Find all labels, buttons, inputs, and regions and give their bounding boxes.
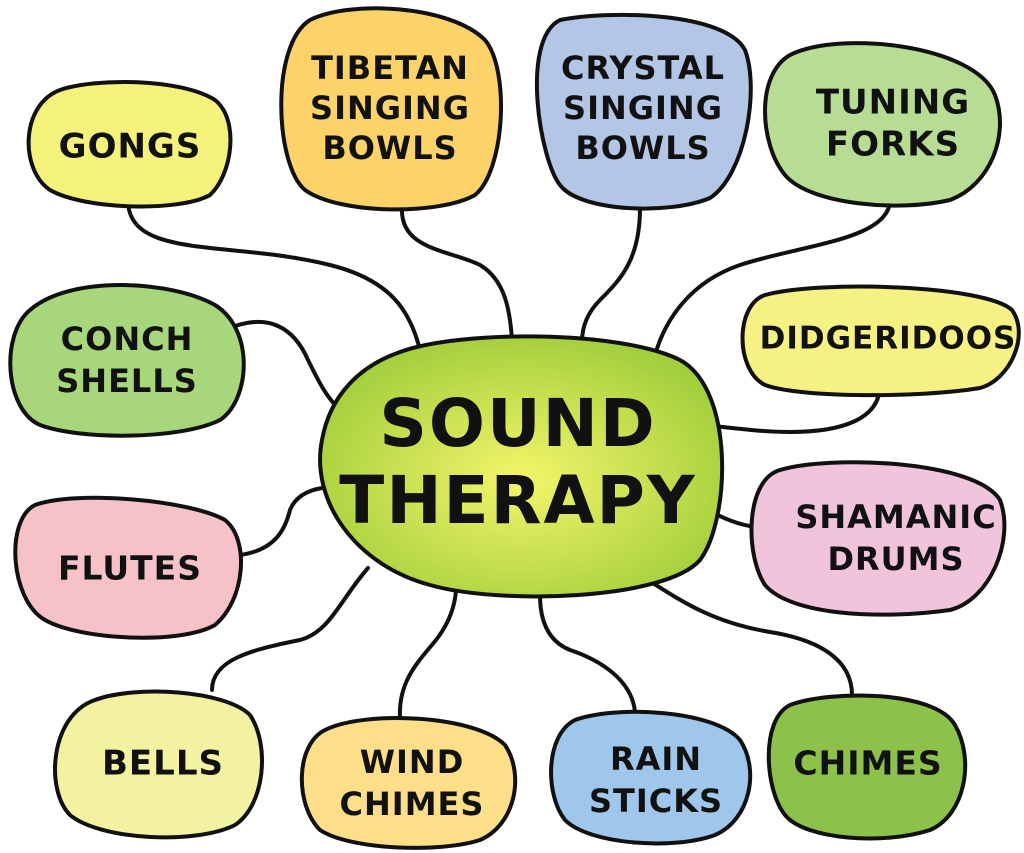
label-didgeridoos-line-1: DIDGERIDOOS: [760, 321, 1017, 357]
node-bells: [53, 689, 264, 840]
label-crystal-singing-bowls-line-3: BOWLS: [575, 129, 710, 167]
link-tibetan-singing-bowls: [399, 206, 514, 342]
link-conch-shells: [223, 319, 340, 410]
link-crystal-singing-bowls: [580, 206, 642, 344]
label-conch-shells-line-1: CONCH: [61, 320, 194, 358]
label-crystal-singing-bowls-line-1: CRYSTAL: [561, 49, 725, 87]
label-shamanic-drums-line-1: SHAMANIC: [795, 498, 996, 536]
link-gongs: [126, 198, 422, 352]
node-didgeridoos: [740, 284, 1021, 398]
link-didgeridoos: [710, 383, 882, 435]
node-rain-sticks: [549, 709, 753, 846]
label-tibetan-singing-bowls-line-3: BOWLS: [322, 129, 457, 167]
link-chimes: [638, 573, 854, 697]
node-wind-chimes: [299, 716, 518, 850]
label-crystal-singing-bowls-line-2: SINGING: [563, 89, 723, 127]
node-chimes: [766, 693, 968, 841]
label-flutes-line-1: FLUTES: [58, 549, 202, 588]
label-tuning-forks-line-1: TUNING: [816, 83, 970, 123]
label-tibetan-singing-bowls-line-2: SINGING: [310, 89, 470, 127]
label-bells-line-1: BELLS: [102, 744, 224, 784]
label-gongs-line-1: GONGS: [59, 127, 202, 167]
label-rain-sticks-line-2: STICKS: [589, 782, 723, 820]
center-blob: [318, 334, 725, 599]
link-rain-sticks: [538, 593, 637, 714]
node-gongs: [26, 80, 233, 209]
label-rain-sticks-line-1: RAIN: [610, 740, 702, 778]
node-shamanic-drums: [749, 460, 1007, 617]
label-shamanic-drums-line-2: DRUMS: [827, 540, 964, 578]
link-bells: [210, 566, 370, 692]
node-flutes: [13, 495, 243, 640]
link-tuning-forks: [653, 198, 892, 357]
link-flutes: [238, 486, 324, 557]
node-tuning-forks: [763, 41, 1002, 208]
node-conch-shells: [8, 283, 246, 438]
connectors: [126, 198, 892, 720]
center-title-line-1: SOUND: [379, 385, 656, 462]
label-tuning-forks-line-2: FORKS: [826, 125, 960, 165]
node-crystal-singing-bowls: [534, 12, 753, 211]
node-tibetan-singing-bowls: [279, 6, 504, 212]
node-labels: GONGSTIBETANSINGINGBOWLSCRYSTALSINGINGBO…: [56, 49, 1017, 823]
link-wind-chimes: [397, 588, 458, 720]
label-wind-chimes-line-2: CHIMES: [340, 785, 485, 823]
outer-nodes: [8, 6, 1021, 850]
center-title-line-2: THERAPY: [339, 462, 696, 539]
label-conch-shells-line-2: SHELLS: [56, 362, 198, 400]
label-tibetan-singing-bowls-line-1: TIBETAN: [311, 49, 469, 87]
label-chimes-line-1: CHIMES: [793, 744, 942, 783]
label-wind-chimes-line-1: WIND: [360, 743, 465, 781]
center-node: SOUND THERAPY: [318, 334, 725, 599]
